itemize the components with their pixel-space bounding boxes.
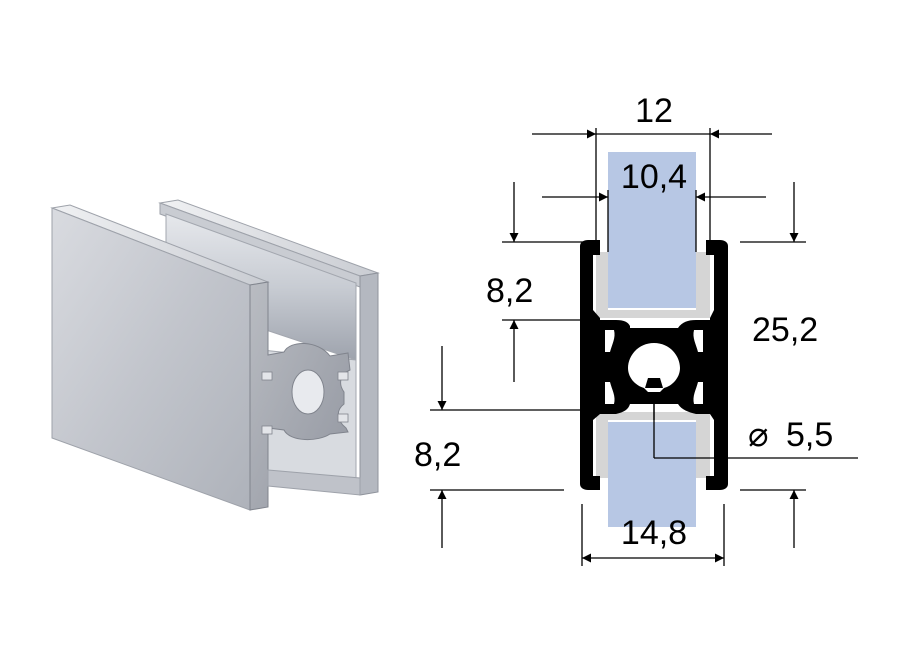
- central-bore: [628, 343, 680, 392]
- dim-label-overall-width: 12: [635, 92, 673, 130]
- diameter-icon: ⌀: [748, 416, 768, 454]
- dim-label-inner-width: 10,4: [621, 158, 687, 196]
- web-cutout-top: [605, 330, 615, 352]
- cross-section: 12 10,4 8,2 25,2 8,2 ⌀ 5,5 14,8: [414, 92, 858, 566]
- lower-panel: [608, 422, 696, 527]
- upper-gasket-left: [596, 252, 696, 318]
- web-cutout-top-right: [693, 330, 703, 352]
- dim-label-upper-depth: 8,2: [486, 272, 533, 310]
- upper-gasket-right: [696, 252, 710, 318]
- right-end-face: [359, 272, 379, 496]
- front-section-bore: [291, 369, 325, 415]
- front-section-slot-1: [261, 371, 273, 381]
- front-section-slot-3: [337, 371, 349, 381]
- front-section-slot-4: [337, 413, 349, 423]
- web-cutout-bottom-right: [693, 382, 703, 404]
- dim-label-bottom-width: 14,8: [621, 514, 687, 552]
- lower-gasket: [596, 412, 710, 478]
- web-cutout-bottom: [605, 382, 615, 404]
- bore-slot: [645, 378, 663, 388]
- front-section-slot-2: [261, 425, 273, 435]
- lower-rail: [267, 469, 361, 496]
- dim-label-total-height: 25,2: [752, 311, 818, 349]
- dim-label-lower-depth: 8,2: [414, 436, 461, 474]
- upper-panel: [608, 152, 696, 308]
- dim-label-bore-diameter: 5,5: [786, 416, 833, 454]
- dimension-lines: [430, 128, 858, 566]
- perspective-profile-icon: [50, 199, 380, 511]
